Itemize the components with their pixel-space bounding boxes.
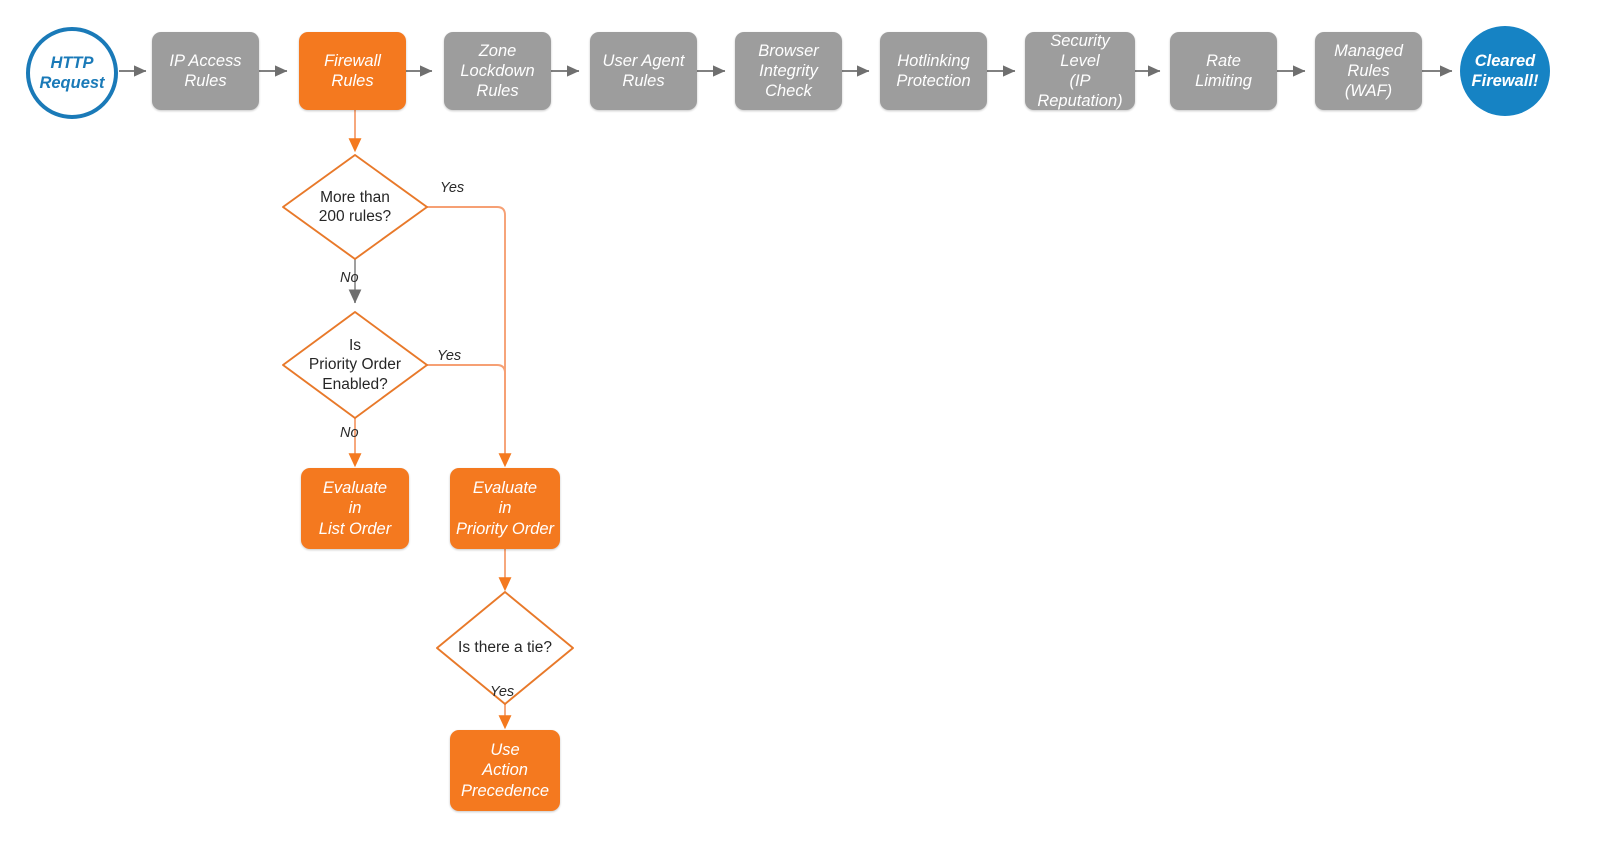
node-browser-integrity-check[interactable]: Browser Integrity Check bbox=[735, 32, 842, 110]
node-evaluate-in-list-order-label: Evaluate in List Order bbox=[318, 479, 392, 538]
node-firewall-rules[interactable]: Firewall Rules bbox=[299, 32, 406, 110]
node-security-level[interactable]: Security Level (IP Reputation) bbox=[1025, 32, 1135, 110]
node-ip-access-rules-label: IP Access Rules bbox=[169, 51, 242, 90]
node-browser-integrity-check-label: Browser Integrity Check bbox=[758, 41, 819, 101]
node-user-agent-rules[interactable]: User Agent Rules bbox=[590, 32, 697, 110]
node-managed-rules-waf-label: Managed Rules (WAF) bbox=[1334, 41, 1403, 101]
node-evaluate-in-list-order[interactable]: Evaluate in List Order bbox=[301, 468, 409, 549]
node-http-request-label: HTTP Request bbox=[39, 53, 105, 92]
decision-priority-order-enabled-label: Is Priority Order Enabled? bbox=[308, 336, 402, 393]
node-cleared-firewall-label: Cleared Firewall! bbox=[1471, 51, 1539, 90]
node-use-action-precedence-label: Use Action Precedence bbox=[460, 741, 550, 800]
decision-is-there-a-tie[interactable]: Is there a tie? bbox=[437, 592, 573, 704]
edge-label-no-200-rules: No bbox=[340, 270, 359, 286]
node-evaluate-in-priority-order-label: Evaluate in Priority Order bbox=[455, 479, 555, 538]
edge-label-yes-priority-enabled: Yes bbox=[437, 348, 462, 364]
node-evaluate-in-priority-order[interactable]: Evaluate in Priority Order bbox=[450, 468, 560, 549]
node-zone-lockdown-rules[interactable]: Zone Lockdown Rules bbox=[444, 32, 551, 110]
node-rate-limiting[interactable]: Rate Limiting bbox=[1170, 32, 1277, 110]
node-hotlinking-protection-label: Hotlinking Protection bbox=[896, 51, 971, 90]
decision-is-there-a-tie-label: Is there a tie? bbox=[458, 639, 552, 657]
node-ip-access-rules[interactable]: IP Access Rules bbox=[152, 32, 259, 110]
node-hotlinking-protection[interactable]: Hotlinking Protection bbox=[880, 32, 987, 110]
edge-label-no-priority-enabled: No bbox=[340, 425, 359, 441]
node-managed-rules-waf[interactable]: Managed Rules (WAF) bbox=[1315, 32, 1422, 110]
node-use-action-precedence[interactable]: Use Action Precedence bbox=[450, 730, 560, 811]
edge-label-yes-tie: Yes bbox=[490, 684, 515, 700]
node-zone-lockdown-rules-label: Zone Lockdown Rules bbox=[460, 41, 535, 101]
edge-yespriority-to-priority-order bbox=[427, 364, 506, 410]
decision-priority-order-enabled[interactable]: Is Priority Order Enabled? bbox=[283, 312, 427, 418]
node-firewall-rules-label: Firewall Rules bbox=[324, 51, 381, 90]
edge-label-yes-200-rules: Yes bbox=[440, 180, 465, 196]
node-rate-limiting-label: Rate Limiting bbox=[1195, 51, 1252, 90]
node-cleared-firewall[interactable]: Cleared Firewall! bbox=[1460, 26, 1550, 116]
decision-more-than-200-rules[interactable]: More than 200 rules? bbox=[283, 155, 427, 259]
node-user-agent-rules-label: User Agent Rules bbox=[602, 51, 685, 90]
edge-yes200-to-priority-order bbox=[427, 206, 512, 468]
decision-more-than-200-rules-label: More than 200 rules? bbox=[318, 188, 392, 225]
node-http-request[interactable]: HTTP Request bbox=[26, 27, 118, 119]
node-security-level-label: Security Level (IP Reputation) bbox=[1037, 31, 1123, 111]
